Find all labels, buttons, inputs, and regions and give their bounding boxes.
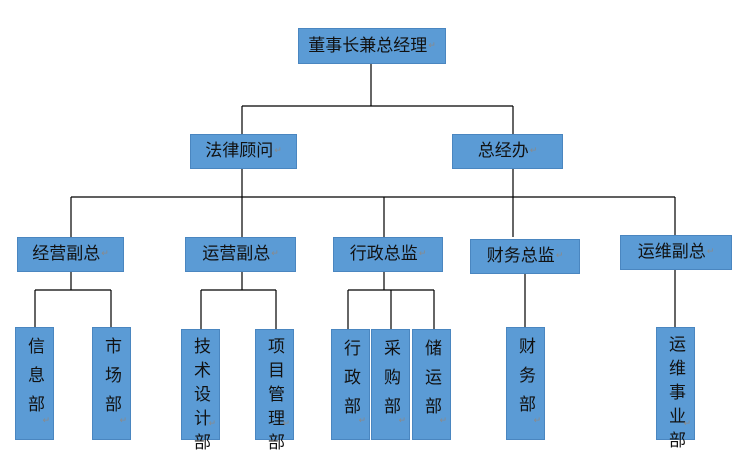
box-dept-purchase: 采购部↵: [371, 329, 410, 440]
box-legal-counsel-label: 法律顾问: [205, 141, 274, 161]
box-dept-storage: 储运部↵: [412, 329, 451, 440]
paragraph-mark: ↵: [208, 419, 216, 429]
box-dept-admin-label: 行政部: [344, 339, 361, 417]
paragraph-mark: ↵: [358, 416, 366, 426]
paragraph-mark: ↵: [706, 247, 715, 257]
box-dept-finance: 财务部↵: [506, 327, 545, 440]
paragraph-mark: ↵: [274, 146, 282, 156]
paragraph-mark: ↵: [42, 416, 50, 426]
box-operation-deputy: 经营副总↵: [17, 237, 124, 272]
box-operation-deputy-label: 经营副总: [32, 244, 101, 264]
box-chairman-gm-label: 董事长兼总经理: [308, 35, 428, 56]
box-legal-counsel: 法律顾问↵: [190, 134, 297, 169]
box-maintenance-deputy-label: 运维副总: [637, 242, 706, 262]
box-dept-tech-design-label: 技术设计部: [194, 337, 211, 453]
paragraph-mark: ↵: [101, 249, 109, 259]
box-dept-info: 信息部↵: [15, 327, 54, 440]
box-dept-market-label: 市场部: [105, 337, 122, 415]
paragraph-mark: ↵: [119, 416, 127, 426]
paragraph-mark: ↵: [439, 416, 447, 426]
box-running-deputy-label: 运营副总: [202, 244, 271, 264]
box-maintenance-deputy: 运维副总↵: [620, 235, 732, 270]
paragraph-mark: ↵: [529, 146, 538, 156]
box-finance-director: 财务总监↵: [470, 239, 580, 274]
box-chairman-gm: 董事长兼总经理↵: [298, 28, 446, 64]
paragraph-mark: ↵: [428, 40, 436, 51]
paragraph-mark: ↵: [533, 416, 541, 426]
box-admin-director: 行政总监↵: [333, 237, 443, 272]
box-dept-purchase-label: 采购部: [384, 339, 401, 417]
paragraph-mark: ↵: [555, 251, 564, 261]
box-dept-tech-design: 技术设计部↵: [181, 329, 220, 453]
box-finance-director-label: 财务总监: [486, 246, 555, 266]
box-dept-admin: 行政部↵: [331, 329, 370, 440]
paragraph-mark: ↵: [271, 249, 279, 259]
box-admin-director-label: 行政总监: [349, 244, 418, 264]
paragraph-mark: ↵: [282, 419, 290, 429]
box-dept-maintenance: 运维事业部↵: [656, 327, 695, 451]
paragraph-mark: ↵: [418, 249, 427, 259]
box-dept-maintenance-label: 运维事业部: [669, 335, 686, 451]
box-general-office: 总经办↵: [452, 134, 563, 169]
box-general-office-label: 总经办: [477, 141, 529, 161]
box-dept-info-label: 信息部: [28, 337, 45, 415]
box-running-deputy: 运营副总↵: [185, 237, 296, 272]
box-dept-market: 市场部↵: [92, 327, 131, 440]
box-dept-storage-label: 储运部: [425, 339, 442, 417]
paragraph-mark: ↵: [398, 416, 406, 426]
paragraph-mark: ↵: [683, 419, 691, 429]
box-dept-finance-label: 财务部: [519, 337, 536, 415]
box-dept-project-mgmt: 项目管理部↵: [255, 329, 294, 453]
box-dept-project-mgmt-label: 项目管理部: [268, 337, 285, 453]
